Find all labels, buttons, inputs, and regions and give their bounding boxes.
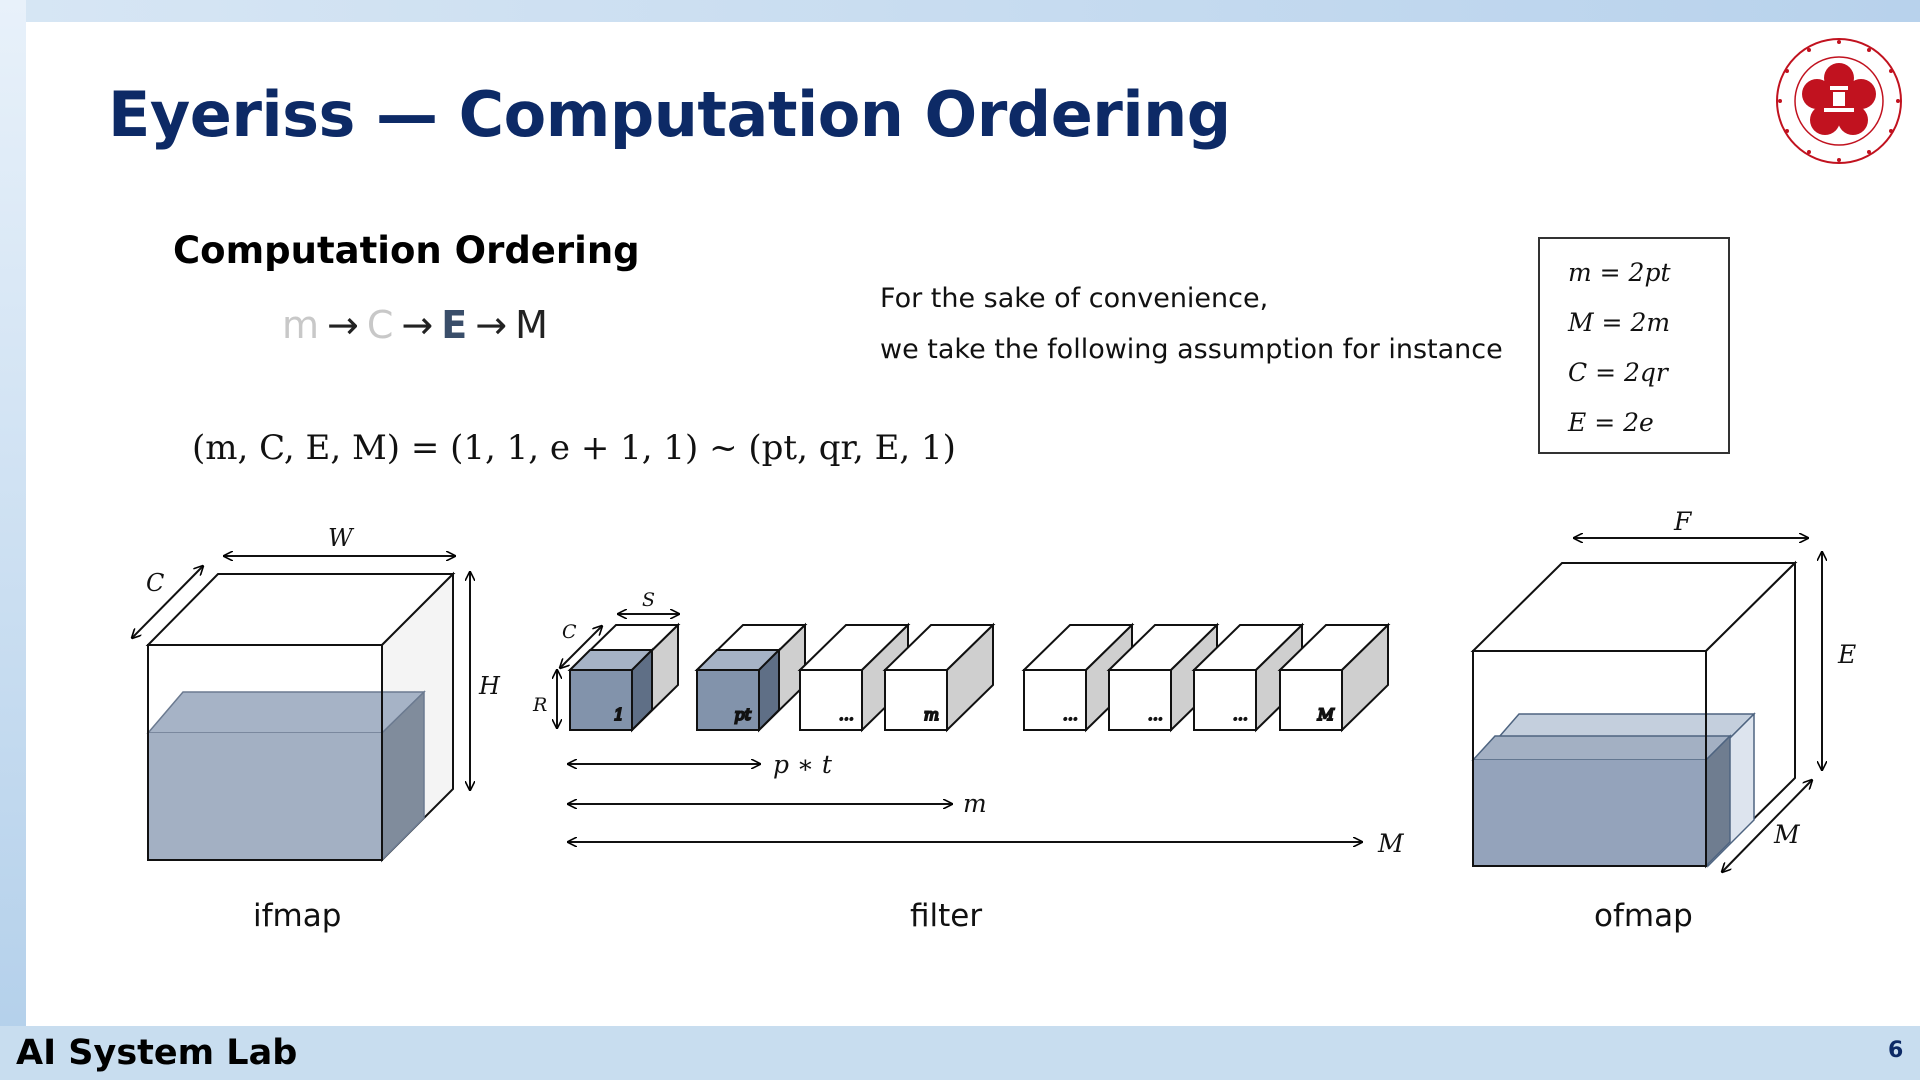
filter-box-label: ...	[1063, 705, 1078, 724]
filter-box-label: pt	[734, 705, 751, 724]
ofmap-dimension-arrows	[1574, 538, 1822, 872]
filter-label-r: R	[532, 694, 547, 716]
top-band	[0, 0, 1920, 22]
note-line-1: For the sake of convenience,	[880, 283, 1269, 314]
order-arrow: →	[327, 303, 359, 347]
filter-box-label: 1	[614, 705, 624, 724]
filter-box-shade-front	[569, 669, 633, 731]
note-line-2: we take the following assumption for ins…	[880, 334, 1503, 365]
filter-box-front	[1193, 669, 1257, 731]
ifmap-label-h: H	[478, 672, 501, 700]
filter-span-big-m: M	[1377, 829, 1405, 858]
university-seal-icon	[1776, 38, 1902, 164]
filter-box-front	[799, 669, 863, 731]
filter-caption: filter	[910, 898, 983, 934]
filter-box-front	[1279, 669, 1343, 731]
filter-box-front	[1023, 669, 1087, 731]
page-number: 6	[1888, 1038, 1904, 1063]
computation-order: m→C→E→M	[282, 303, 548, 347]
filter-box-label: m	[924, 705, 939, 724]
assumption-eq: C = 2qr	[1568, 358, 1668, 387]
slide-title: Eyeriss — Computation Ordering	[108, 78, 1231, 151]
filter-label-s: S	[642, 589, 655, 611]
ofmap-cube	[1470, 560, 1798, 869]
ifmap-caption: ifmap	[253, 898, 342, 934]
assumption-eq: M = 2m	[1568, 308, 1671, 337]
filter-boxes: 1 pt... m......... M	[567, 622, 1391, 733]
assumption-eq: E = 2e	[1568, 408, 1654, 437]
filter-box: m	[882, 622, 996, 733]
filter-box-front	[884, 669, 948, 731]
ofmap-label-e: E	[1837, 640, 1856, 669]
filter-box-front	[1108, 669, 1172, 731]
filter-span-m: m	[963, 789, 987, 818]
order-big-m: M	[515, 303, 548, 347]
filter-label-c: C	[562, 621, 577, 643]
filter-box: M	[1277, 622, 1391, 733]
ifmap-dimension-arrows	[132, 556, 470, 790]
order-m: m	[282, 303, 320, 347]
filter-box-label: ...	[1148, 705, 1163, 724]
section-subtitle: Computation Ordering	[173, 229, 640, 272]
order-arrow: →	[401, 303, 434, 347]
filter-box-label: M	[1317, 705, 1335, 724]
ordering-formula: (m, C, E, M) = (1, 1, e + 1, 1) ~ (pt, q…	[192, 428, 956, 468]
order-arrow: →	[475, 303, 508, 347]
filter-dimension-arrows	[557, 614, 1362, 842]
ofmap-caption: ofmap	[1594, 898, 1693, 934]
left-band	[0, 0, 26, 1080]
footer-band	[0, 1026, 1920, 1080]
filter-span-pt: p ∗ t	[773, 750, 833, 779]
ifmap-cube	[145, 571, 456, 863]
filter-box-label: ...	[839, 705, 854, 724]
ifmap-label-c: C	[146, 569, 164, 597]
filter-box: pt	[694, 622, 808, 733]
ofmap-label-m: M	[1773, 820, 1801, 849]
filter-box-label: ...	[1233, 705, 1248, 724]
ofmap-label-f: F	[1673, 507, 1693, 536]
assumption-box	[1538, 237, 1730, 454]
lab-name: AI System Lab	[16, 1033, 298, 1073]
filter-box-shade-front	[696, 669, 760, 731]
order-c: C	[366, 303, 394, 347]
ifmap-label-w: W	[328, 524, 355, 552]
order-e: E	[441, 303, 468, 347]
assumption-eq: m = 2pt	[1568, 258, 1671, 287]
